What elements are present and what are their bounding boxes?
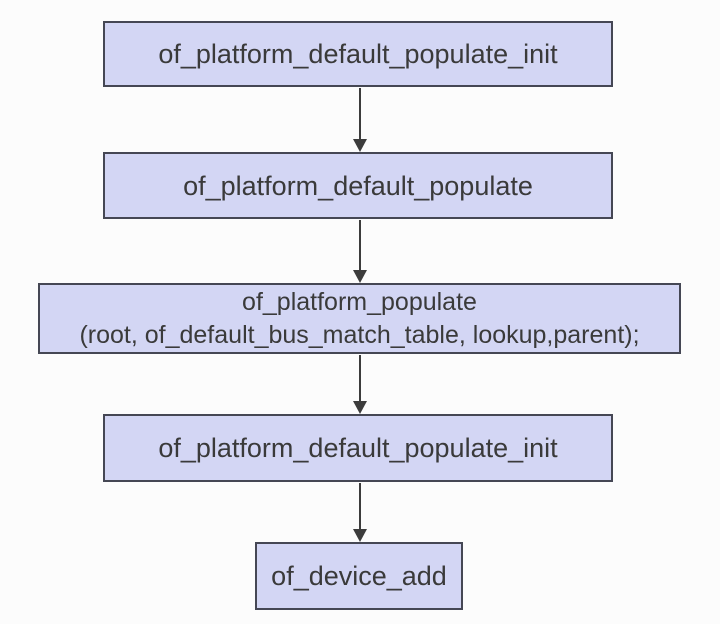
node-label-line1: of_platform_populate xyxy=(242,287,477,316)
arrow-stem xyxy=(359,483,361,529)
node-of-platform-populate: of_platform_populate (root, of_default_b… xyxy=(38,283,681,354)
arrow-head-icon xyxy=(353,139,367,152)
arrow-stem xyxy=(359,355,361,401)
arrow-head-icon xyxy=(353,529,367,542)
arrow-n2-n3 xyxy=(352,220,368,283)
node-label: of_platform_default_populate xyxy=(183,170,533,201)
node-label-line2: (root, of_default_bus_match_table, looku… xyxy=(79,320,640,349)
node-of-platform-default-populate: of_platform_default_populate xyxy=(103,152,613,219)
node-label: of_platform_default_populate_init xyxy=(158,433,558,463)
arrow-n4-n5 xyxy=(352,483,368,542)
arrow-n3-n4 xyxy=(352,355,368,414)
arrow-head-icon xyxy=(353,401,367,414)
node-of-device-add: of_device_add xyxy=(255,542,463,610)
node-of-platform-default-populate-init-2: of_platform_default_populate_init xyxy=(103,414,613,482)
node-of-platform-default-populate-init: of_platform_default_populate_init xyxy=(103,21,613,87)
arrow-stem xyxy=(359,220,361,270)
arrow-n1-n2 xyxy=(352,88,368,152)
node-label: of_platform_default_populate_init xyxy=(158,39,558,69)
arrow-stem xyxy=(359,88,361,139)
arrow-head-icon xyxy=(353,270,367,283)
node-label: of_device_add xyxy=(271,561,447,591)
